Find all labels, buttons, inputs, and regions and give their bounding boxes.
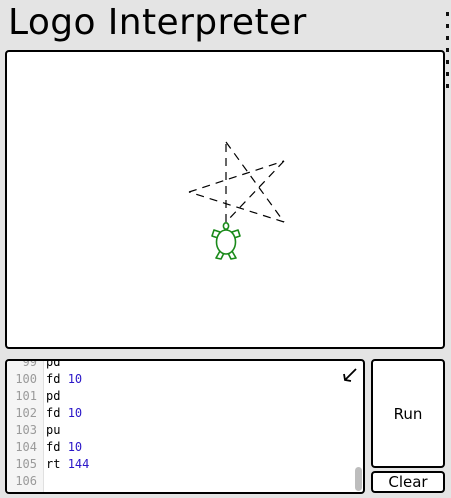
line-gutter xyxy=(7,361,44,492)
star-stroke xyxy=(225,141,285,223)
star-stroke xyxy=(188,191,285,223)
line-number: 99 xyxy=(22,359,37,369)
star-drawing xyxy=(188,141,285,223)
line-code: fd 10 xyxy=(46,439,82,456)
line-number: 102 xyxy=(15,406,37,420)
argument-token: 10 xyxy=(67,372,83,386)
line-code: rt 144 xyxy=(46,456,89,473)
line-code: pd xyxy=(46,359,61,371)
side-handle[interactable] xyxy=(446,12,451,96)
command-token: fd xyxy=(46,440,61,454)
handle-dot xyxy=(446,24,449,28)
resize-arrow-icon[interactable] xyxy=(341,366,359,384)
app-title: Logo Interpreter xyxy=(8,2,307,43)
argument-token: 10 xyxy=(67,440,83,454)
code-line[interactable]: 106 xyxy=(7,473,363,490)
handle-dot xyxy=(446,84,449,88)
command-token: rt xyxy=(46,457,61,471)
command-token: fd xyxy=(46,406,61,420)
code-line[interactable]: 99 pd xyxy=(7,359,363,371)
command-token: pu xyxy=(46,423,61,437)
code-line[interactable]: 101 pd xyxy=(7,388,363,405)
turtle-icon xyxy=(211,221,241,260)
line-number: 103 xyxy=(15,423,37,437)
line-code: pd xyxy=(46,388,60,405)
code-line[interactable]: 100 fd 10 xyxy=(7,371,363,388)
code-line[interactable]: 102 fd 10 xyxy=(7,405,363,422)
argument-token: 144 xyxy=(67,457,90,471)
command-token: pd xyxy=(46,359,61,369)
scrollbar-thumb[interactable] xyxy=(355,467,362,491)
command-token: fd xyxy=(46,372,61,386)
line-number: 101 xyxy=(15,389,37,403)
clear-button[interactable]: Clear xyxy=(371,471,445,493)
star-stroke xyxy=(188,160,285,193)
handle-dot xyxy=(446,36,449,40)
line-code: pu xyxy=(46,422,60,439)
run-button[interactable]: Run xyxy=(371,359,445,468)
handle-dot xyxy=(446,72,449,76)
code-line[interactable]: 104 fd 10 xyxy=(7,439,363,456)
editor-scrollbar[interactable] xyxy=(353,361,363,492)
code-line[interactable]: 105 rt 144 xyxy=(7,456,363,473)
argument-token: 10 xyxy=(67,406,83,420)
handle-dot xyxy=(446,12,449,16)
line-code: fd 10 xyxy=(46,371,82,388)
line-number: 104 xyxy=(15,440,37,454)
drawing-surface xyxy=(188,141,285,260)
line-number: 100 xyxy=(15,372,37,386)
line-number: 105 xyxy=(15,457,37,471)
command-token: pd xyxy=(46,389,61,403)
code-line[interactable]: 103 pu xyxy=(7,422,363,439)
handle-dot xyxy=(446,60,449,64)
handle-dot xyxy=(446,48,449,52)
line-number: 106 xyxy=(15,474,37,488)
turtle-canvas[interactable] xyxy=(5,50,445,349)
star-stroke xyxy=(225,160,285,223)
line-code: fd 10 xyxy=(46,405,82,422)
